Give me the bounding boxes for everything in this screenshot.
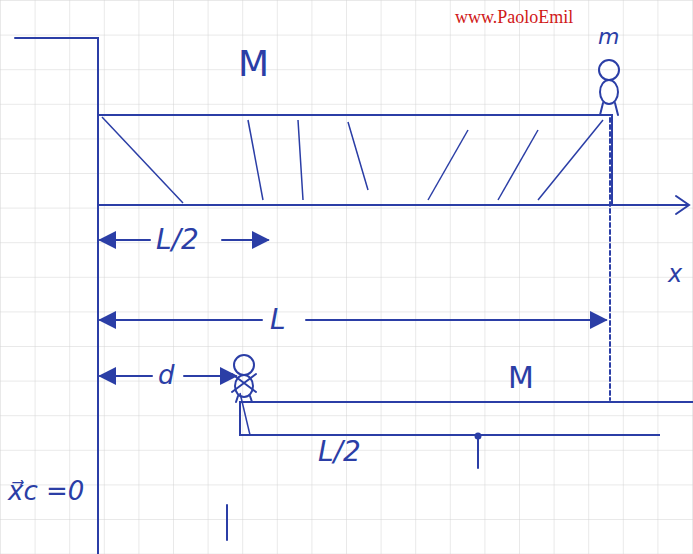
plank-edge — [240, 402, 693, 435]
plank: M — [240, 355, 693, 437]
dimension-label: m — [598, 26, 619, 48]
dimension-arrow — [222, 239, 268, 241]
hatch-line — [240, 393, 250, 435]
watermark: www.PaoloEmil — [455, 8, 573, 26]
person-figure — [599, 60, 619, 115]
dimension-label: L/2 — [318, 438, 361, 466]
mass-label: M — [238, 46, 269, 82]
guide-line — [609, 118, 611, 400]
hatch-line — [348, 122, 368, 190]
dimension-label: x⃗c =0 — [8, 478, 84, 504]
dimension-label: x — [668, 262, 682, 286]
hatch-line — [248, 120, 263, 200]
plank-outline — [98, 40, 618, 207]
hatch-line — [498, 130, 538, 200]
axis-arrow — [676, 196, 689, 214]
hatch-line — [538, 120, 603, 200]
dimension-label: L — [270, 306, 286, 334]
dimension-arrow — [184, 375, 236, 377]
wall-line — [15, 38, 98, 554]
dimension-arrow — [306, 319, 606, 321]
tick-line — [226, 505, 228, 540]
hatch-line — [298, 120, 303, 200]
plank-edge — [98, 115, 612, 205]
dimension-arrow — [100, 375, 152, 377]
plank: M — [98, 40, 618, 207]
dimension-arrow — [100, 239, 150, 241]
plank-outline — [240, 355, 693, 437]
center-mark — [477, 436, 479, 468]
dimension-label: L/2 — [156, 226, 199, 254]
dimension-label: d — [158, 362, 175, 388]
hatch-line — [102, 117, 183, 203]
dimension-arrow — [100, 319, 262, 321]
mass-label: M — [508, 363, 534, 393]
hatch-line — [428, 130, 468, 200]
person-figure — [232, 355, 256, 402]
